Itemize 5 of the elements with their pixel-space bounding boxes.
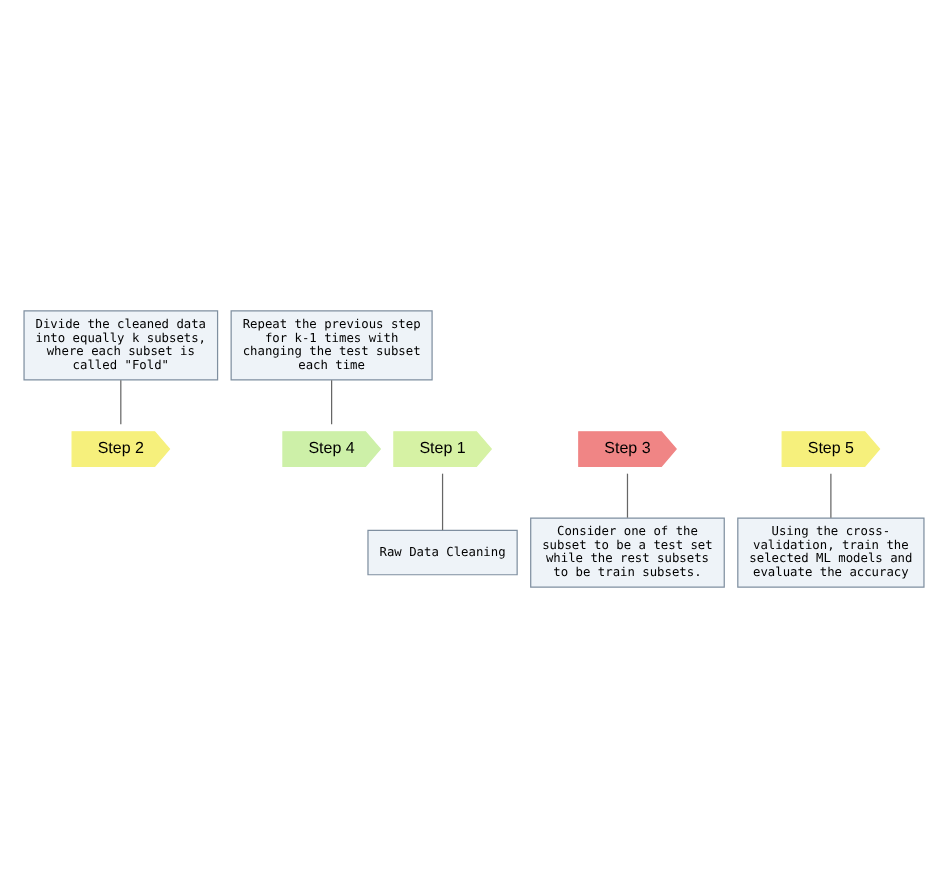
connector xyxy=(441,472,444,530)
connector xyxy=(830,472,832,518)
connector xyxy=(120,378,122,424)
connector xyxy=(626,472,629,518)
connector xyxy=(331,378,333,424)
